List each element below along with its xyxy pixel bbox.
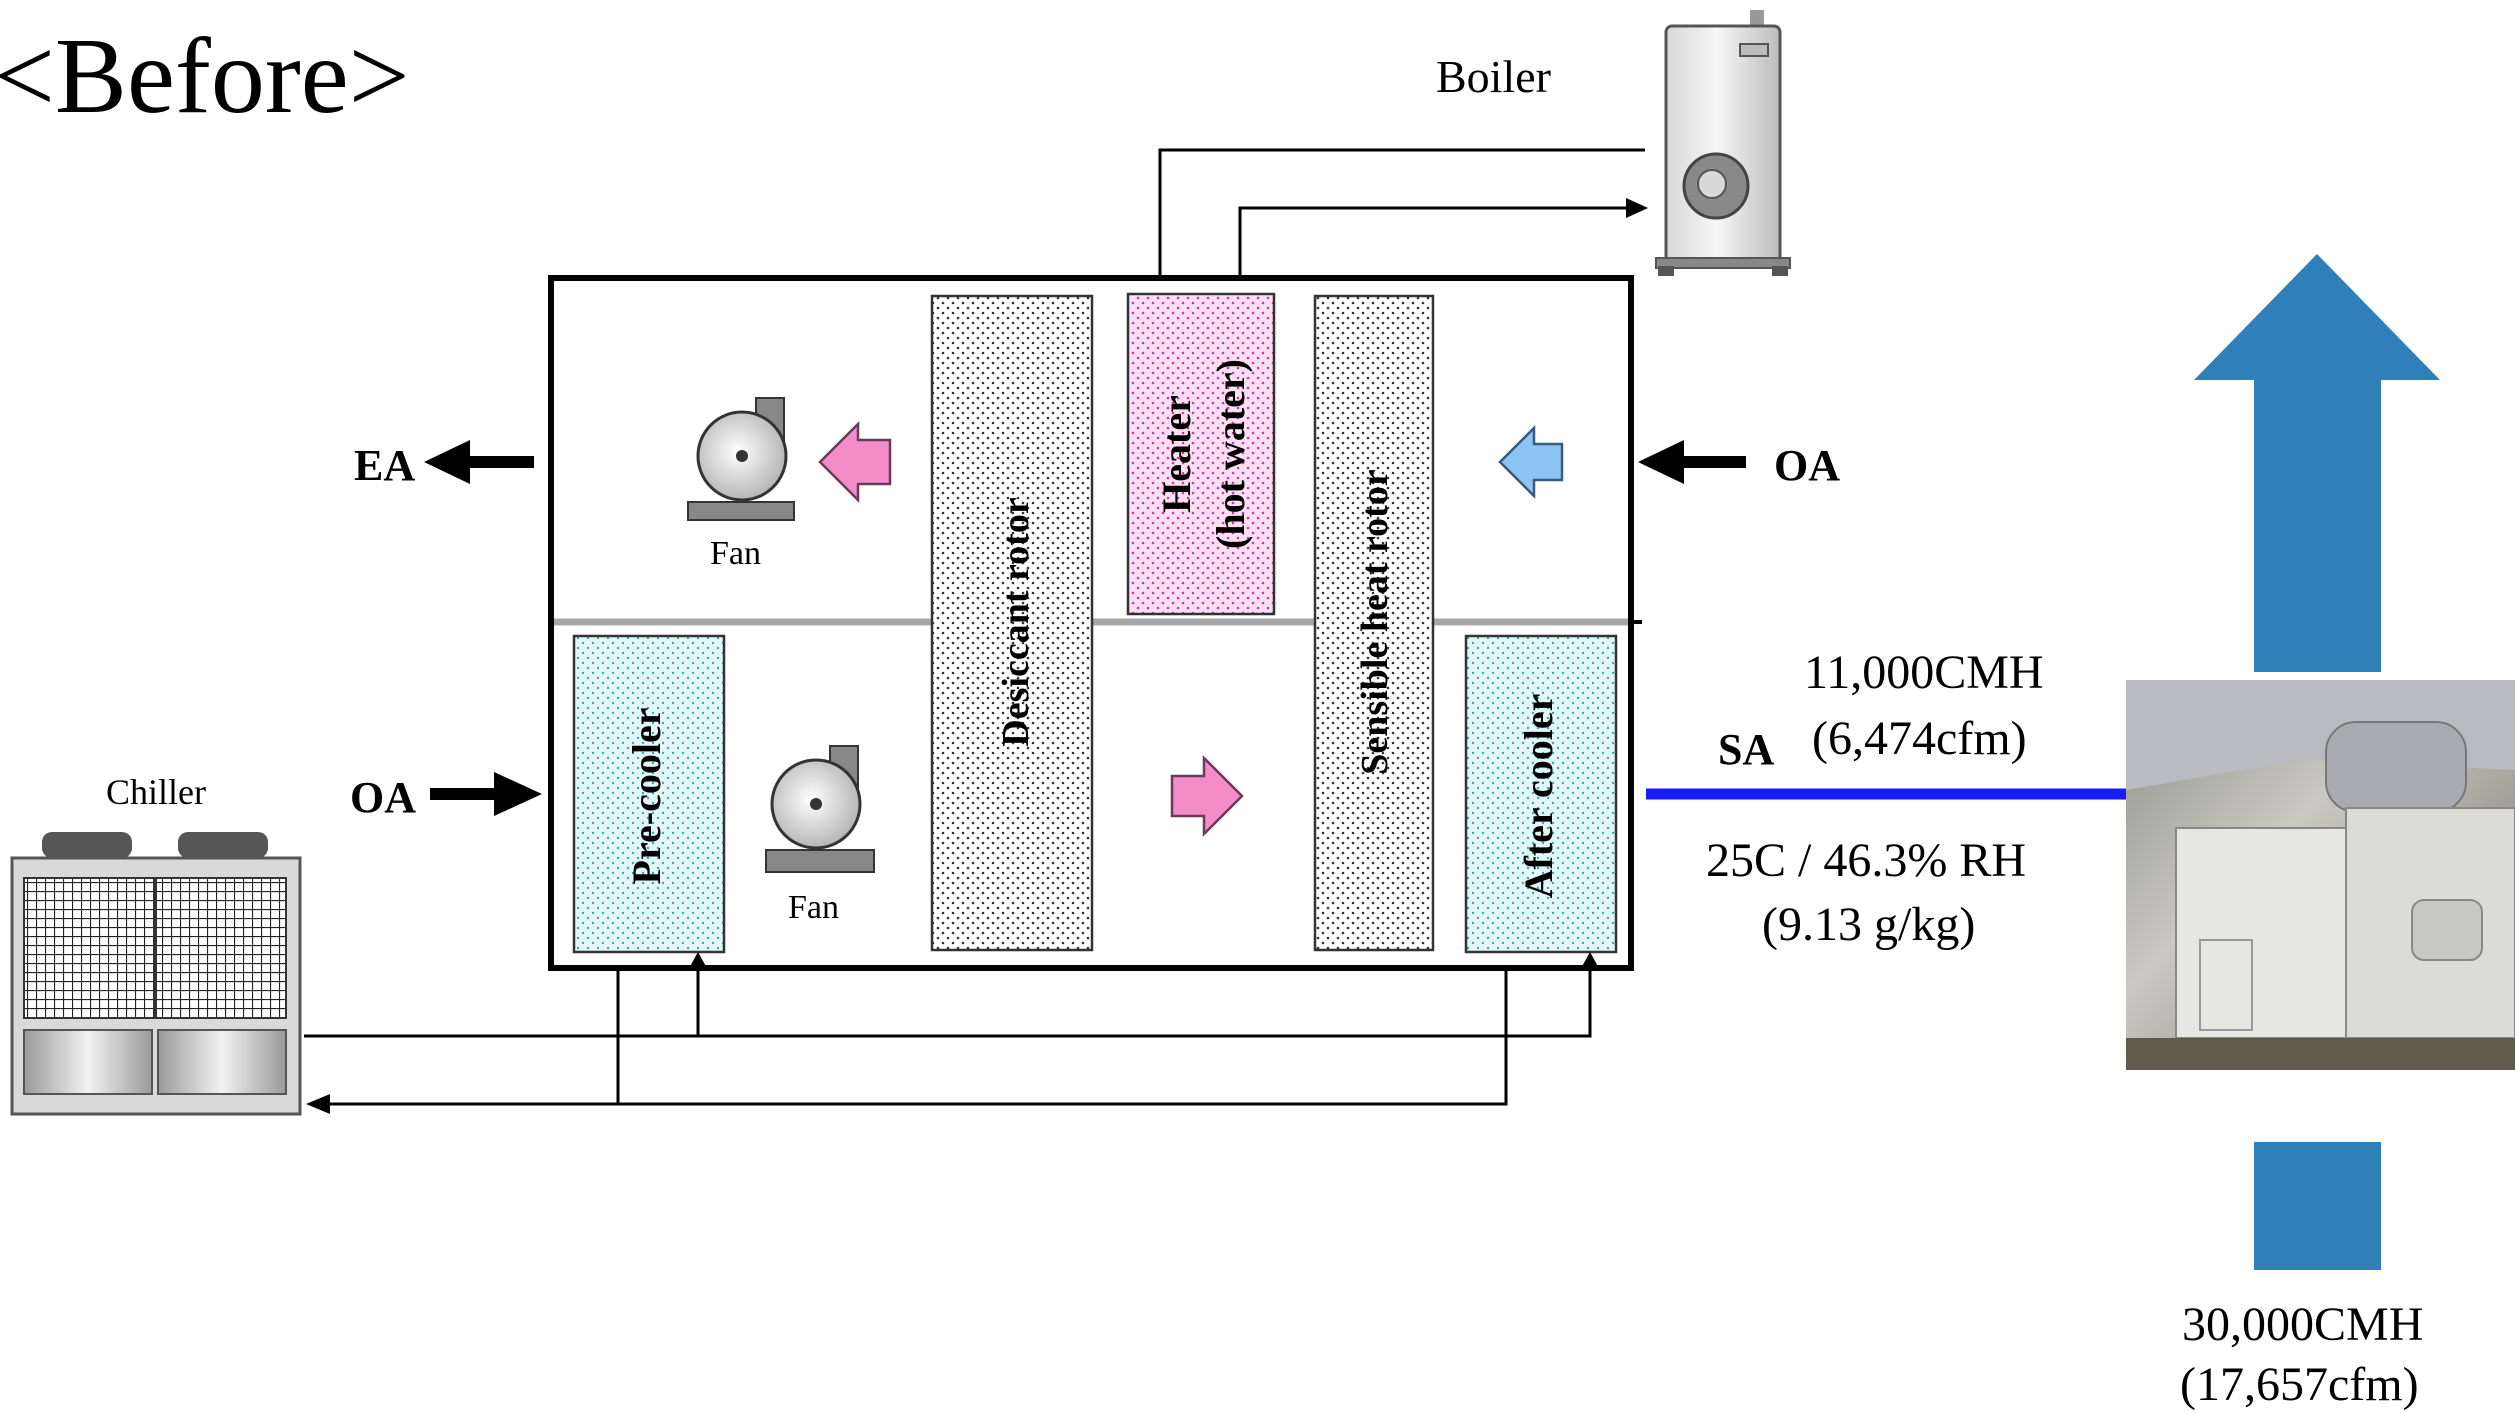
- heater-label-line1: Heater: [1154, 395, 1199, 513]
- chiller-pipes: [304, 968, 1592, 1106]
- fan-top-label: Fan: [710, 535, 761, 572]
- boiler-icon: [1655, 10, 1791, 276]
- heater: [1126, 292, 1276, 616]
- pipe-arrow-chiller-icon: [306, 1094, 330, 1114]
- boiler-label: Boiler: [1436, 51, 1551, 102]
- sa-label: SA: [1718, 725, 1774, 774]
- desiccant-rotor-label: Desiccant rotor: [995, 497, 1037, 747]
- equipment-photo: [2126, 680, 2515, 1070]
- pipe-arrow-precooler-icon: [688, 952, 708, 970]
- pipe-arrow-aftercooler-icon: [1580, 952, 1600, 970]
- oa-bottom-label: OA: [350, 773, 416, 822]
- fan-bottom-label: Fan: [788, 889, 839, 926]
- after-cooler-label: After cooler: [1516, 694, 1561, 899]
- chiller-label: Chiller: [106, 772, 206, 812]
- fan-icon-top: [687, 397, 795, 521]
- pre-cooler: [572, 634, 726, 954]
- page-title: <Before>: [0, 17, 410, 136]
- supply-humidity-ratio: (9.13 g/kg): [1762, 898, 1975, 951]
- oa-top-arrow-icon: [1638, 440, 1746, 484]
- ea-label: EA: [354, 441, 415, 490]
- pink-arrow-left-icon: [818, 420, 892, 504]
- chiller-icon: [10, 832, 302, 1116]
- ea-arrow-icon: [424, 440, 534, 484]
- pre-cooler-label: Pre-cooler: [624, 708, 669, 885]
- room-air-column-icon: [2254, 1142, 2381, 1270]
- pink-arrow-right-icon: [1170, 754, 1244, 838]
- supply-condition: 25C / 46.3% RH: [1706, 834, 2026, 887]
- blue-arrow-left-icon: [1498, 424, 1564, 500]
- room-air-arrow-icon: [2194, 254, 2440, 672]
- sensible-heat-rotor-label: Sensible heat rotor: [1354, 469, 1396, 775]
- oa-bottom-arrow-icon: [430, 772, 542, 816]
- desiccant-rotor: [930, 294, 1094, 952]
- supply-flow-cfm: (6,474cfm): [1812, 712, 2027, 765]
- boiler-pipes: [1158, 148, 1645, 296]
- room-flow-cfm: (17,657cfm): [2180, 1358, 2419, 1411]
- sensible-heat-rotor: [1313, 294, 1435, 952]
- room-flow-cmh: 30,000CMH: [2182, 1298, 2423, 1351]
- supply-flow-cmh: 11,000CMH: [1804, 646, 2044, 699]
- after-cooler: [1464, 634, 1618, 954]
- oa-top-label: OA: [1774, 441, 1840, 490]
- fan-icon-bottom: [765, 745, 875, 873]
- heater-label-line2: (hot water): [1208, 359, 1253, 549]
- boiler-return-arrowhead: [1626, 198, 1648, 218]
